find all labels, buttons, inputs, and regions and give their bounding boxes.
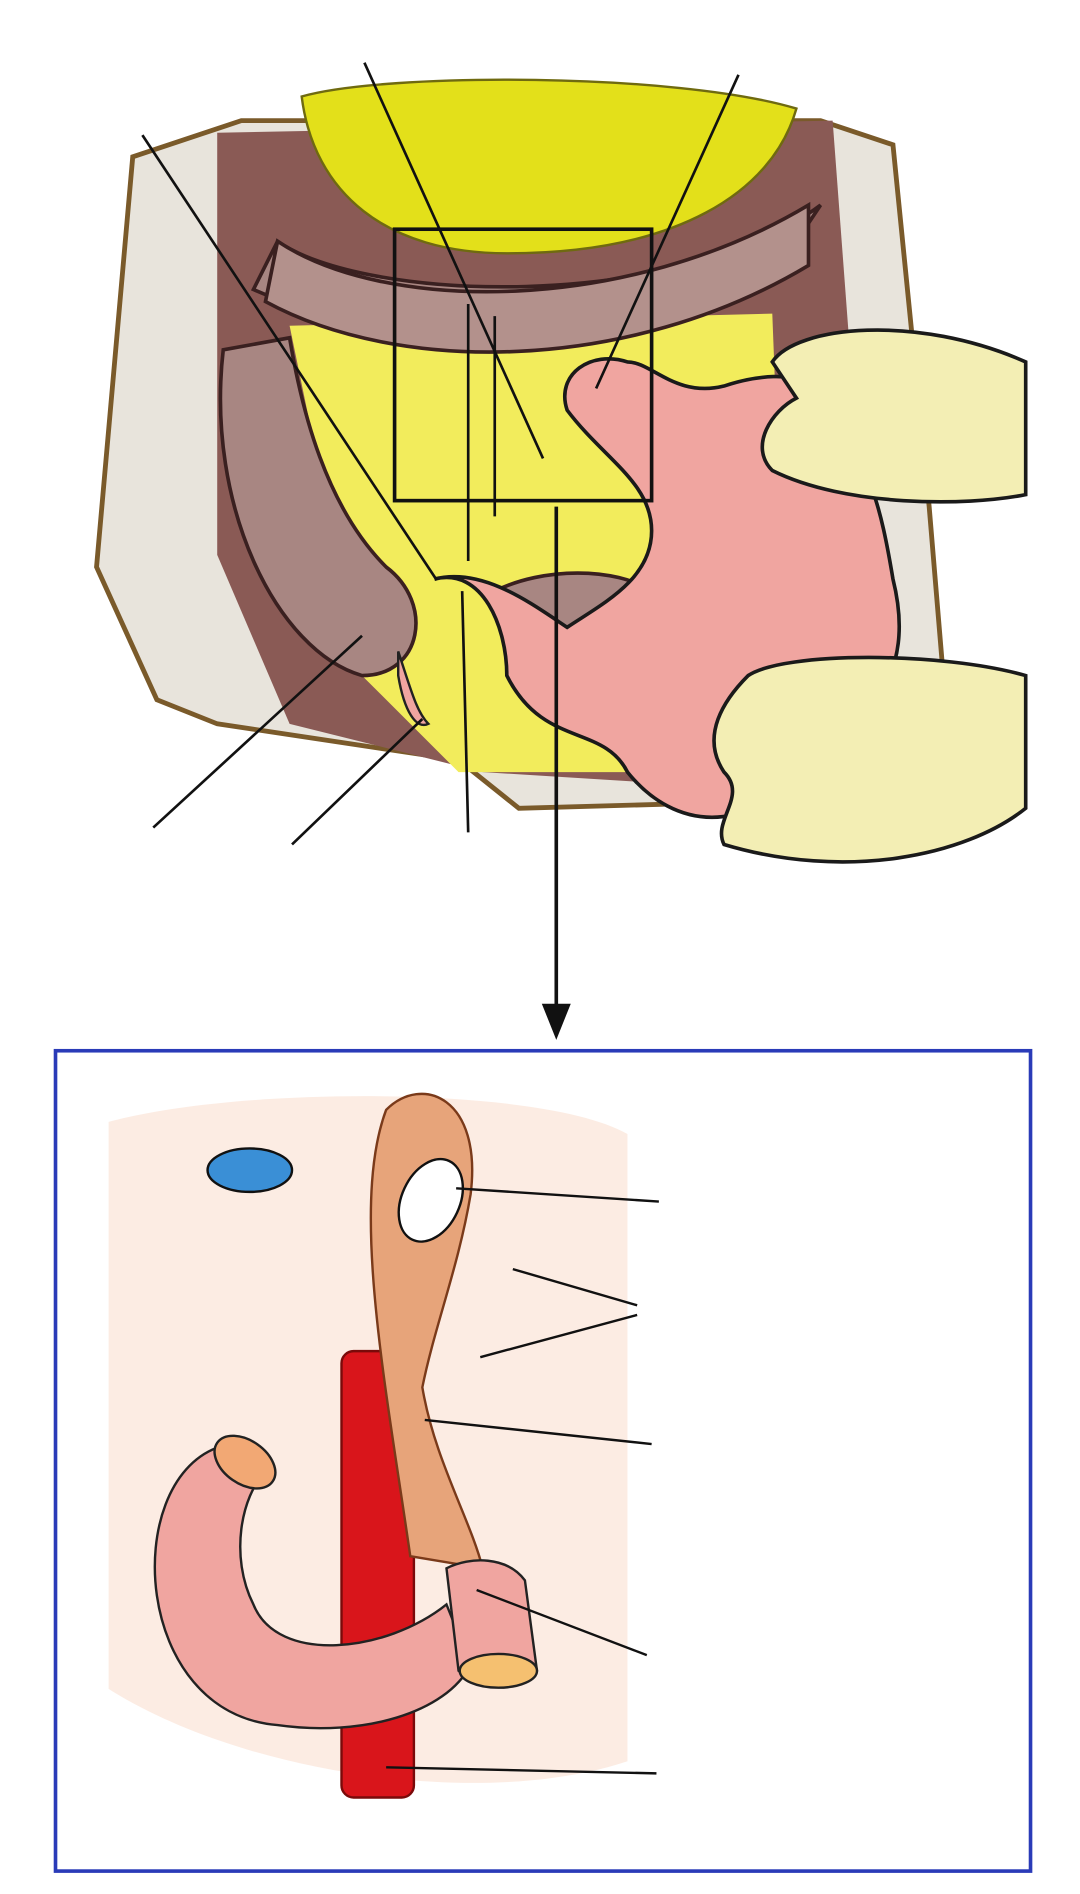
leader-line — [363, 62, 545, 459]
jejunum-opening — [458, 1652, 539, 1689]
leader-line — [460, 591, 470, 833]
leader-line — [291, 718, 424, 846]
leader-line — [424, 1418, 652, 1446]
leader-line — [479, 1313, 638, 1359]
glove-upper — [760, 328, 1028, 504]
detail-inset — [53, 1048, 1033, 1873]
greater-omentum — [300, 78, 798, 255]
arrow-head-icon — [541, 1003, 571, 1040]
ligated-lumen — [397, 1157, 465, 1243]
leader-lines — [141, 62, 740, 846]
appendix — [397, 651, 431, 727]
leader-line — [141, 134, 438, 581]
leader-line — [476, 1588, 648, 1657]
leader-line — [512, 1267, 638, 1307]
detail-box — [392, 227, 654, 503]
glove-lower — [712, 655, 1028, 864]
duodenum — [153, 1446, 472, 1730]
leader-line — [594, 74, 740, 389]
ascending-colon — [218, 335, 418, 678]
ligated-stump-cap — [206, 1147, 294, 1194]
leader-line — [386, 1766, 657, 1775]
duodenum-opening — [213, 1434, 277, 1490]
inset-leader-lines — [386, 1187, 659, 1775]
leader-line — [456, 1187, 659, 1203]
transverse-colon-lower — [263, 201, 811, 354]
leader-line — [152, 634, 363, 829]
abdominal-view — [94, 62, 1028, 1040]
